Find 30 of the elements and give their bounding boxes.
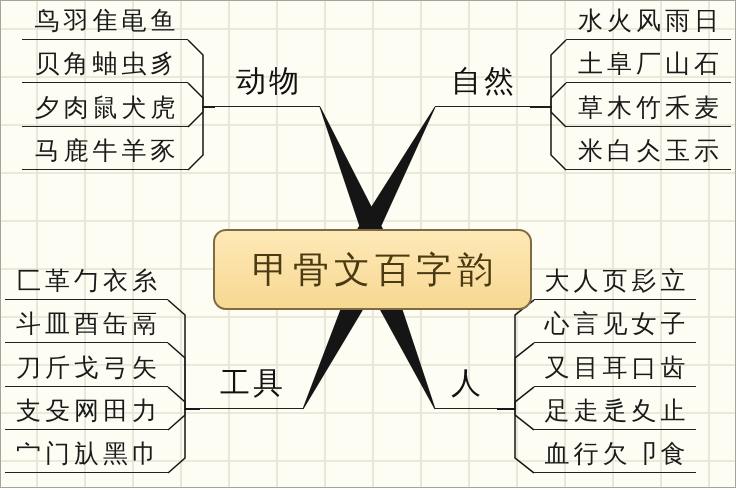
tapered-branch-connector xyxy=(378,308,436,410)
branch-topic: 动物 xyxy=(215,60,320,107)
leaf-topic: 心言见女子 xyxy=(534,303,696,343)
leaf-topic: 足走辵夊止 xyxy=(534,390,696,430)
leaf-topic: 刀斤戈弓矢 xyxy=(5,347,168,387)
leaf-topic: 斗皿酉缶鬲 xyxy=(5,303,168,343)
leaf-topic: 土阜厂山石 xyxy=(566,43,731,83)
leaf-topic: 马鹿牛羊豕 xyxy=(22,130,188,170)
leaf-topic: 血行欠卩食 xyxy=(534,433,696,473)
leaf-topic: 又目耳口齿 xyxy=(534,347,696,387)
central-topic-box: 甲骨文百字韵 xyxy=(213,229,532,310)
connector-line xyxy=(530,106,567,171)
leaf-topic: 夕肉鼠犬虎 xyxy=(22,87,188,127)
leaf-topic: 米白仌玉示 xyxy=(566,130,731,170)
connector-line xyxy=(187,106,215,171)
leaf-topic: 草木竹禾麦 xyxy=(566,87,731,127)
tapered-branch-connector xyxy=(356,106,436,232)
leaf-topic: 鸟羽隹黾鱼 xyxy=(22,0,188,40)
leaf-topic: 大人页髟立 xyxy=(534,260,696,300)
leaf-topic: 支殳网田力 xyxy=(5,390,168,430)
tapered-branch-connector xyxy=(302,308,364,410)
leaf-topic: 宀门㫃黑巾 xyxy=(5,433,168,473)
connector-line xyxy=(168,408,200,474)
connector-line xyxy=(497,408,534,474)
branch-topic: 自然 xyxy=(435,60,530,107)
leaf-topic: 匚革勹衣糸 xyxy=(5,260,168,300)
leaf-topic: 水火风雨日 xyxy=(566,0,731,40)
leaf-topic: 贝角蚰虫豸 xyxy=(22,43,188,83)
branch-topic: 工具 xyxy=(200,362,303,409)
branch-topic: 人 xyxy=(435,362,497,409)
